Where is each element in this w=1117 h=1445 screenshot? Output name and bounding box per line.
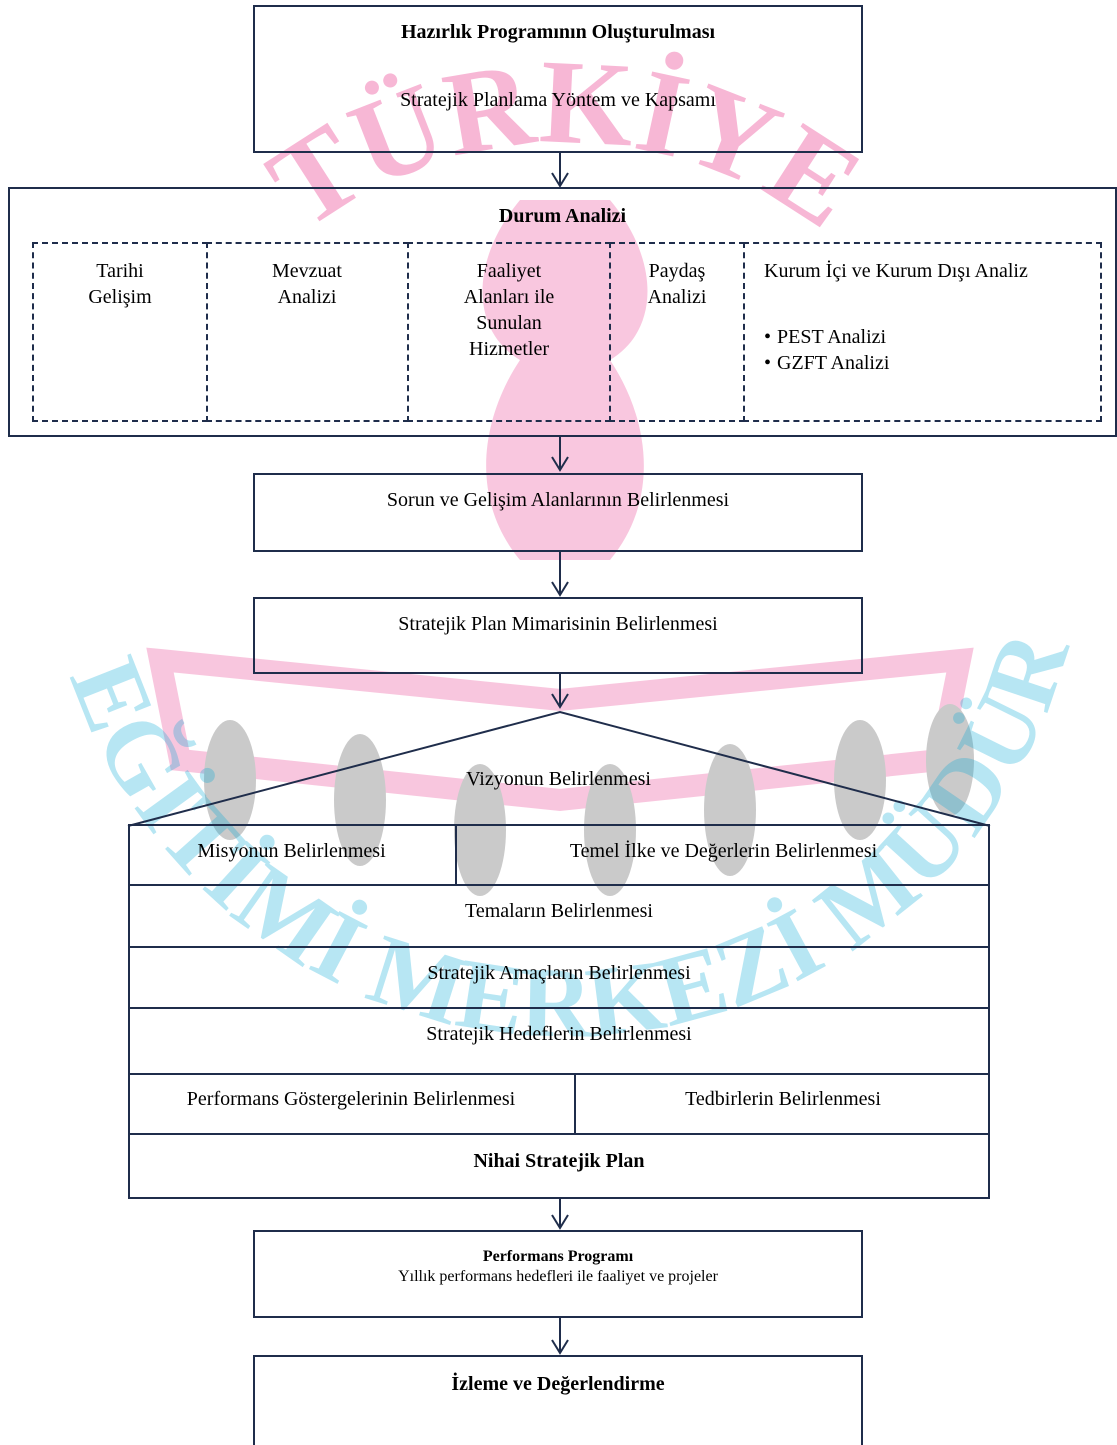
dashed-column-border (206, 242, 409, 422)
dashed-column-border (743, 242, 1102, 422)
faaliyet-alanlari-label: Faaliyet Alanları ile Sunulan Hizmetler (463, 260, 555, 360)
amaclar-title: Stratejik Amaçların Belirlenmesi (427, 962, 691, 984)
dashed-column-border (407, 242, 611, 422)
durum-analizi-title: Durum Analizi (498, 205, 627, 227)
vizyon-title: Vizyonun Belirlenmesi (466, 768, 651, 790)
misyon-divider (455, 824, 457, 886)
sorun-box: Sorun ve Gelişim Alanlarının Belirlenmes… (253, 473, 863, 552)
performans-programi-box: Performans Programı Yıllık performans he… (253, 1230, 863, 1318)
gzft-analizi-item: GZFT Analizi (764, 350, 1094, 376)
temalar-title: Temaların Belirlenmesi (465, 900, 653, 922)
hazirlik-box: Hazırlık Programının Oluşturulması Strat… (253, 5, 863, 153)
kurum-analizi-bullets: PEST Analizi GZFT Analizi (764, 324, 1094, 376)
performans-tedbir-row (128, 1073, 990, 1135)
paydas-analizi-label: Paydaş Analizi (647, 260, 707, 308)
temel-ilke-title: Temel İlke ve Değerlerin Belirlenmesi (569, 840, 878, 862)
tedbirler-title: Tedbirlerin Belirlenmesi (685, 1088, 881, 1110)
dashed-column-border (609, 242, 745, 422)
performans-programi-subtitle: Yıllık performans hedefleri ile faaliyet… (398, 1268, 718, 1285)
vizyon-roof (127, 710, 991, 827)
performans-tedbir-divider (574, 1073, 576, 1135)
hedefler-row (128, 1007, 990, 1075)
kurum-analizi-block: Kurum İçi ve Kurum Dışı Analiz PEST Anal… (764, 258, 1094, 376)
misyon-title: Misyonun Belirlenmesi (197, 840, 386, 862)
mimari-box: Stratejik Plan Mimarisinin Belirlenmesi (253, 597, 863, 674)
nihai-title: Nihai Stratejik Plan (473, 1150, 645, 1172)
mimari-title: Stratejik Plan Mimarisinin Belirlenmesi (398, 613, 718, 635)
kurum-analizi-title: Kurum İçi ve Kurum Dışı Analiz (764, 260, 1028, 282)
misyon-row (128, 824, 990, 886)
izleme-box: İzleme ve Değerlendirme (253, 1355, 863, 1445)
nihai-row (128, 1133, 990, 1199)
hedefler-title: Stratejik Hedeflerin Belirlenmesi (426, 1023, 692, 1045)
dashed-column-border (32, 242, 208, 422)
pest-analizi-item: PEST Analizi (764, 324, 1094, 350)
mevzuat-analizi-label: Mevzuat Analizi (272, 260, 342, 308)
hazirlik-title: Hazırlık Programının Oluşturulması (400, 21, 716, 43)
tarihi-gelisim-label: Tarihi Gelişim (88, 260, 152, 308)
izleme-title: İzleme ve Değerlendirme (451, 1373, 665, 1395)
performans-gostergeleri-title: Performans Göstergelerinin Belirlenmesi (186, 1088, 516, 1110)
temalar-row (128, 884, 990, 948)
hazirlik-subtitle: Stratejik Planlama Yöntem ve Kapsamı (400, 89, 716, 111)
amaclar-row (128, 946, 990, 1009)
durum-analizi-box: Durum Analizi (8, 187, 1117, 437)
performans-programi-title: Performans Programı (482, 1248, 634, 1265)
sorun-title: Sorun ve Gelişim Alanlarının Belirlenmes… (386, 489, 730, 511)
watermark-figure-shape (482, 200, 648, 560)
